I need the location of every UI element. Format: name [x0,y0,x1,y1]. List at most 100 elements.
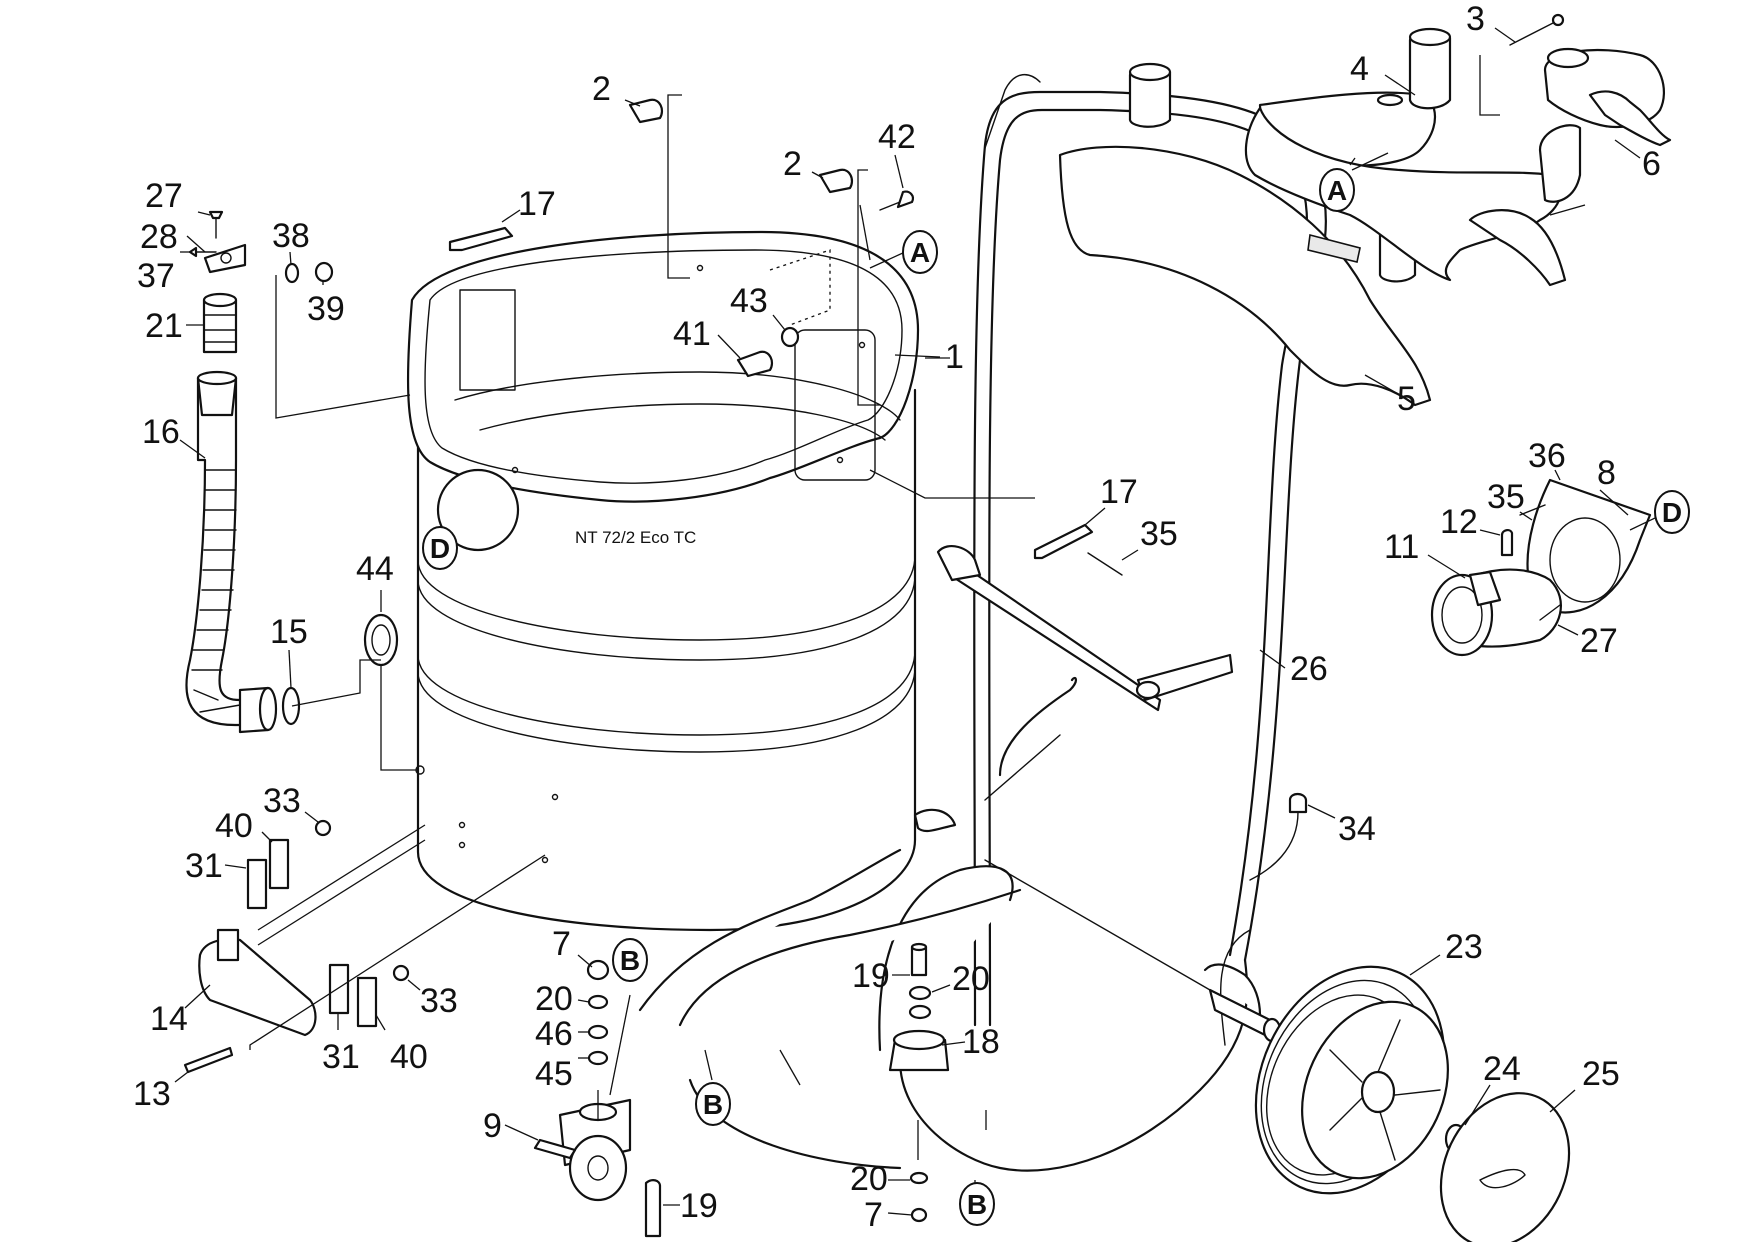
callout-6: 6 [1614,139,1661,183]
callout-17-top: 17 [501,185,556,223]
callout-15: 15 [270,613,308,689]
callout-20-bottom: 20 [850,1160,910,1198]
part-number: 33 [420,982,458,1020]
wheel-assembly [1254,965,1571,1242]
reference-letter: B [620,945,640,976]
reference-marker-d-motor: D [1629,490,1690,534]
part-number: 24 [1483,1050,1521,1088]
part-number: 46 [535,1015,573,1053]
handle-cover [1244,27,1672,287]
part-number: 21 [145,307,183,345]
callout-44: 44 [356,550,394,612]
part-number: 36 [1528,437,1566,475]
part-number: 18 [962,1023,1000,1061]
callout-17-right: 17 [1084,473,1138,526]
part-number: 27 [1580,622,1618,660]
part-number: 19 [680,1187,718,1225]
callout-39: 39 [307,280,345,328]
callout-8: 8 [1597,454,1629,516]
callout-43: 43 [730,282,786,331]
reference-letter: B [967,1189,987,1220]
reference-marker-b-frame-bottom: B [959,1180,995,1226]
callout-40-left: 40 [215,807,273,845]
part-number: 5 [1397,380,1416,418]
part-number: 35 [1140,515,1178,553]
part-number: 1 [945,338,964,376]
callout-11: 11 [1384,528,1466,579]
reference-letter: A [910,237,930,268]
part-number: 39 [307,290,345,328]
part-number: 41 [673,315,711,353]
callout-38: 38 [272,217,310,266]
reference-marker-a-drum: A [869,230,938,274]
callout-19-frame: 19 [852,957,910,995]
callout-20-castor: 20 [535,980,590,1018]
reference-letter: D [1662,497,1682,528]
reference-letter: A [1327,175,1347,206]
reference-letter: D [430,533,450,564]
part-number: 2 [783,145,802,183]
part-number: 42 [878,118,916,156]
part-number: 20 [535,980,573,1018]
part-number: 45 [535,1055,573,1093]
part-number: 43 [730,282,768,320]
hose [185,243,278,734]
callout-28: 28 [140,218,206,256]
reference-marker-b-castor: B [609,938,648,1096]
part-number: 31 [185,847,223,885]
part-number: 25 [1582,1055,1620,1093]
motor-assembly [1430,478,1652,657]
callout-25: 25 [1549,1055,1620,1113]
part-number: 19 [852,957,890,995]
callout-19-castor: 19 [663,1187,718,1225]
leader-lines [249,55,1586,1160]
callout-2-right: 2 [783,145,824,183]
part-number: 17 [518,185,556,223]
part-number: 14 [150,1000,188,1038]
part-number: 17 [1100,473,1138,511]
callout-14: 14 [150,984,211,1038]
part-number: 11 [1384,528,1419,566]
trolley-frame [638,62,1432,1172]
part-number: 20 [850,1160,888,1198]
callout-35-right: 35 [1121,515,1178,561]
part-number: 23 [1445,928,1483,966]
callout-13: 13 [133,1071,189,1113]
callout-41: 41 [673,315,741,359]
callout-33-top: 33 [263,782,319,823]
callout-35-motor: 35 [1487,478,1533,521]
part-number: 31 [322,1038,360,1076]
callout-36: 36 [1528,437,1566,481]
reference-marker-d-drum: D [422,526,458,570]
callout-27-motor: 27 [1557,622,1618,660]
part-number: 16 [142,413,180,451]
part-number: 6 [1642,145,1661,183]
part-number: 35 [1487,478,1525,516]
part-number: 33 [263,782,301,820]
callout-34: 34 [1307,804,1376,848]
callout-7-frame: 7 [864,1196,913,1234]
callout-1: 1 [894,338,964,376]
part-number: 40 [215,807,253,845]
small-hardware [183,13,1565,1238]
part-number: 44 [356,550,394,588]
callout-21: 21 [145,307,203,345]
callout-33-bottom: 33 [407,979,458,1020]
callout-46: 46 [535,1015,589,1053]
callout-12: 12 [1440,503,1501,541]
part-number: 2 [592,70,611,108]
part-number: 9 [483,1107,502,1145]
callout-3: 3 [1466,0,1516,43]
callout-7-castor: 7 [552,925,593,968]
callout-18: 18 [941,1023,1000,1061]
callout-2-left: 2 [592,70,641,108]
callout-23: 23 [1409,928,1483,976]
reference-markers: A A B B B D D [422,152,1690,1226]
callout-42: 42 [878,118,916,189]
part-number-callouts: 1 2 2 3 4 5 6 7 [133,0,1661,1234]
part-number: 37 [137,257,175,295]
part-number: 38 [272,217,310,255]
callout-31-bottom: 31 [322,1013,360,1076]
part-number: 34 [1338,810,1376,848]
